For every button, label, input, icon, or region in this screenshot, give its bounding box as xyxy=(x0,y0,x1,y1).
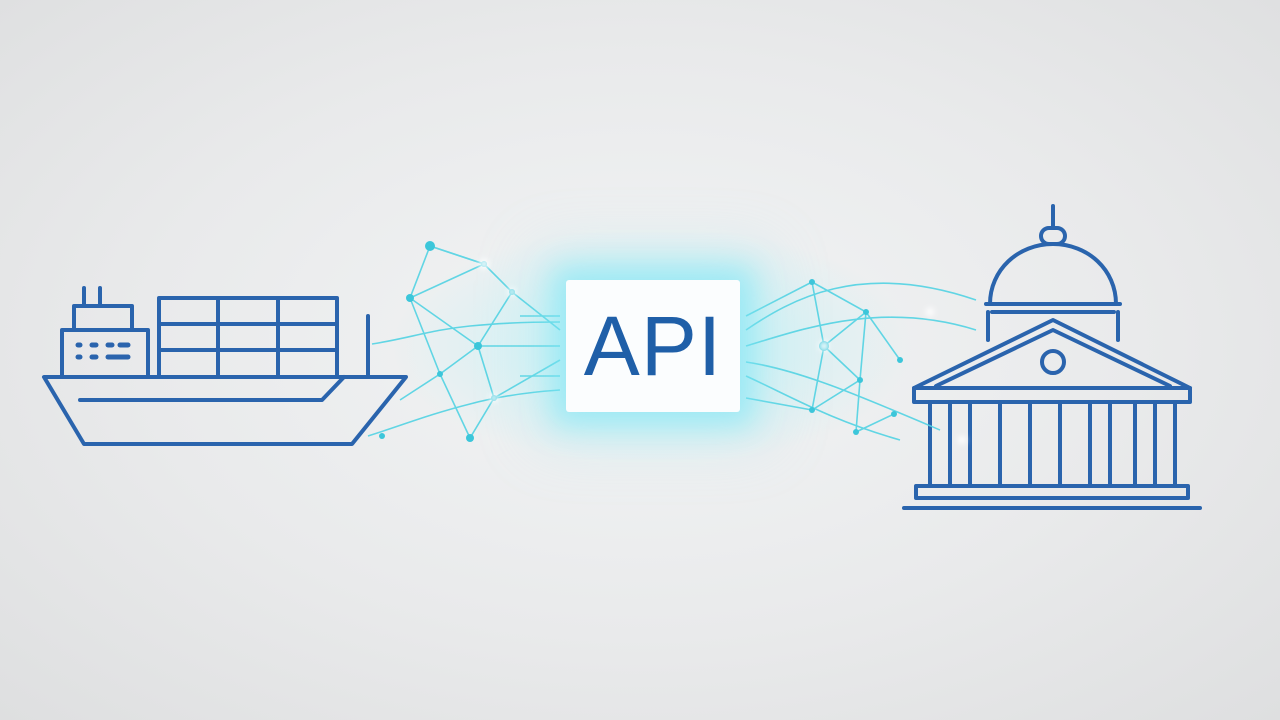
pediment-emblem xyxy=(1040,349,1066,375)
sparkles xyxy=(479,259,966,444)
building-base xyxy=(914,484,1190,500)
ship-bridge xyxy=(60,328,150,379)
ship-deck-line xyxy=(78,375,346,402)
right-network-lines xyxy=(745,281,977,441)
api-label: API xyxy=(583,299,723,393)
ship-hull xyxy=(42,375,408,446)
ship-bridge-top xyxy=(72,304,134,332)
cargo-ship-icon xyxy=(42,286,408,446)
entablature xyxy=(912,386,1192,404)
government-building-icon xyxy=(902,204,1202,510)
api-box: API xyxy=(566,280,740,412)
dome-cupola xyxy=(1039,226,1067,246)
building-columns xyxy=(928,402,1177,486)
ship-windows xyxy=(75,342,131,360)
dome xyxy=(988,242,1118,306)
ship-containers xyxy=(157,296,339,379)
